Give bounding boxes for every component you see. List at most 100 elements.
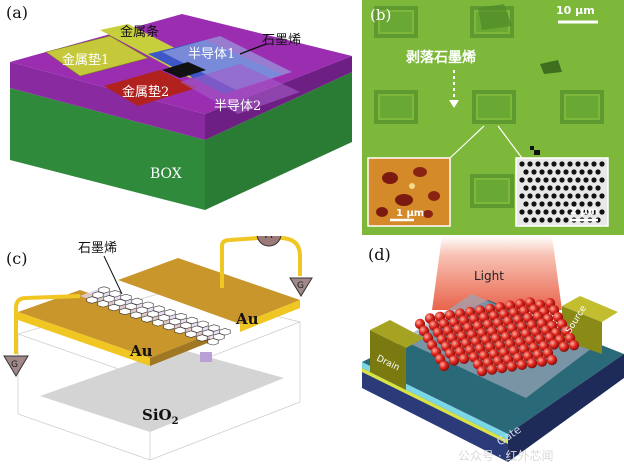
sem-hole [583, 209, 589, 215]
drain-electrode-top [370, 320, 424, 348]
sem-hole [543, 177, 549, 183]
ground-left-label: G [11, 360, 18, 370]
au-right-top [118, 258, 300, 324]
sem-hole [543, 193, 549, 199]
pad-square [374, 6, 418, 38]
panel-b-micrograph: (b) 10 μm 剥落石墨烯 1 μm 2 μm [362, 0, 624, 235]
quantum-dot [558, 341, 570, 352]
graphene-hexagon [109, 290, 121, 298]
pad-square [560, 90, 604, 124]
sem-hole [583, 177, 589, 183]
sem-hole [563, 201, 569, 207]
ground-left-symbol [3, 355, 29, 377]
quantum-dot [526, 358, 538, 369]
panel-a-device-illustration: (a) 金属条 金属垫1 金属垫2 半导体1 半导体2 石墨烯 BOX [6, 3, 352, 210]
au-right-label: Au [235, 310, 259, 328]
sem-scale-label: 2 μm [570, 206, 598, 217]
quantum-dot-layer [414, 297, 580, 377]
sem-hole [539, 217, 545, 223]
box-side-face [205, 72, 352, 210]
sem-hole [531, 169, 537, 175]
sem-hole [539, 201, 545, 207]
sem-hole [579, 201, 585, 207]
sem-hole [543, 161, 549, 167]
quantum-dot [458, 353, 470, 364]
sem-hole [587, 169, 593, 175]
wire-right-up [220, 236, 259, 288]
graphene-hexagon [197, 320, 209, 328]
sem-hole [579, 185, 585, 191]
sem-hole [539, 185, 545, 191]
graphene-leader-line [103, 255, 123, 295]
pad-square [374, 90, 418, 124]
au-left-label: Au [129, 342, 153, 360]
metal-pad-1-label: 金属垫1 [62, 52, 109, 68]
graphene-hexagon [175, 312, 187, 321]
sem-hole [567, 193, 573, 199]
graphene-edge-block [200, 352, 212, 362]
debris-particle [530, 146, 534, 150]
sem-hole [587, 185, 593, 191]
watermark-text: 公众号 · 红外芯闻 [458, 448, 553, 463]
box-label: BOX [150, 166, 182, 182]
semiconductor-1-label: 半导体1 [188, 47, 235, 62]
sem-hole [539, 169, 545, 175]
sem-hole [535, 177, 541, 183]
graphene-hexagon [86, 296, 98, 304]
drain-electrode-front [370, 330, 406, 390]
sem-hole [571, 169, 577, 175]
graphene-hexagon [164, 309, 176, 317]
sem-hole [591, 161, 597, 167]
sem-hole [579, 169, 585, 175]
au-layer [362, 368, 508, 444]
sem-hole [523, 217, 529, 223]
sem-hole [531, 217, 537, 223]
box-front-face [10, 88, 205, 210]
main-scale-label: 10 μm [556, 4, 595, 17]
light-beam [432, 236, 562, 310]
ground-right-label: G [297, 281, 304, 291]
sem-hole [591, 193, 597, 199]
sem-hole [583, 193, 589, 199]
sem-hole [559, 209, 565, 215]
sem-hole [563, 217, 569, 223]
panel-c: A G G (c) 石墨烯 Au Au SiO2 [0, 236, 360, 473]
sem-hole [595, 169, 601, 175]
graphene-hexagon [153, 305, 165, 313]
au-right-front [240, 300, 300, 332]
sem-hole [547, 185, 553, 191]
graphene-leader-line [239, 43, 267, 55]
afm-inset [367, 157, 451, 227]
panel-c-device-illustration: A G G (c) 石墨烯 Au Au SiO2 [3, 236, 313, 461]
panel-b-label: (b) [370, 6, 391, 24]
sem-hole [519, 193, 525, 199]
graphene-label: 石墨烯 [262, 33, 301, 48]
pad-array [374, 6, 604, 208]
graphene-hexagon [119, 307, 131, 316]
exfoliated-arrow-head [449, 100, 459, 108]
quantum-dot [496, 362, 508, 374]
au-label: Au [370, 416, 379, 424]
sem-hole [595, 201, 601, 207]
panel-a-label: (a) [6, 3, 28, 22]
source-electrode-top [562, 296, 618, 322]
quantum-dot [536, 356, 548, 367]
sem-hole [543, 209, 549, 215]
debris-particle [534, 150, 540, 155]
sem-hole [519, 177, 525, 183]
ammeter-symbol [256, 236, 282, 247]
sem-hole [599, 161, 605, 167]
panel-b: (b) 10 μm 剥落石墨烯 1 μm 2 μm [362, 0, 624, 235]
panel-d: (d) Light Drain Source Gate Au SiO2 Si 公… [362, 236, 624, 473]
sem-hole [591, 177, 597, 183]
sem-hole [527, 193, 533, 199]
graphene-hexagon [142, 301, 154, 309]
sem-hole [527, 161, 533, 167]
sem-hole [599, 177, 605, 183]
graphene-contact [162, 62, 206, 78]
sem-hole [555, 185, 561, 191]
sem-hole [551, 209, 557, 215]
sem-hole [531, 185, 537, 191]
sem-hole [551, 161, 557, 167]
gate-side [508, 354, 624, 462]
